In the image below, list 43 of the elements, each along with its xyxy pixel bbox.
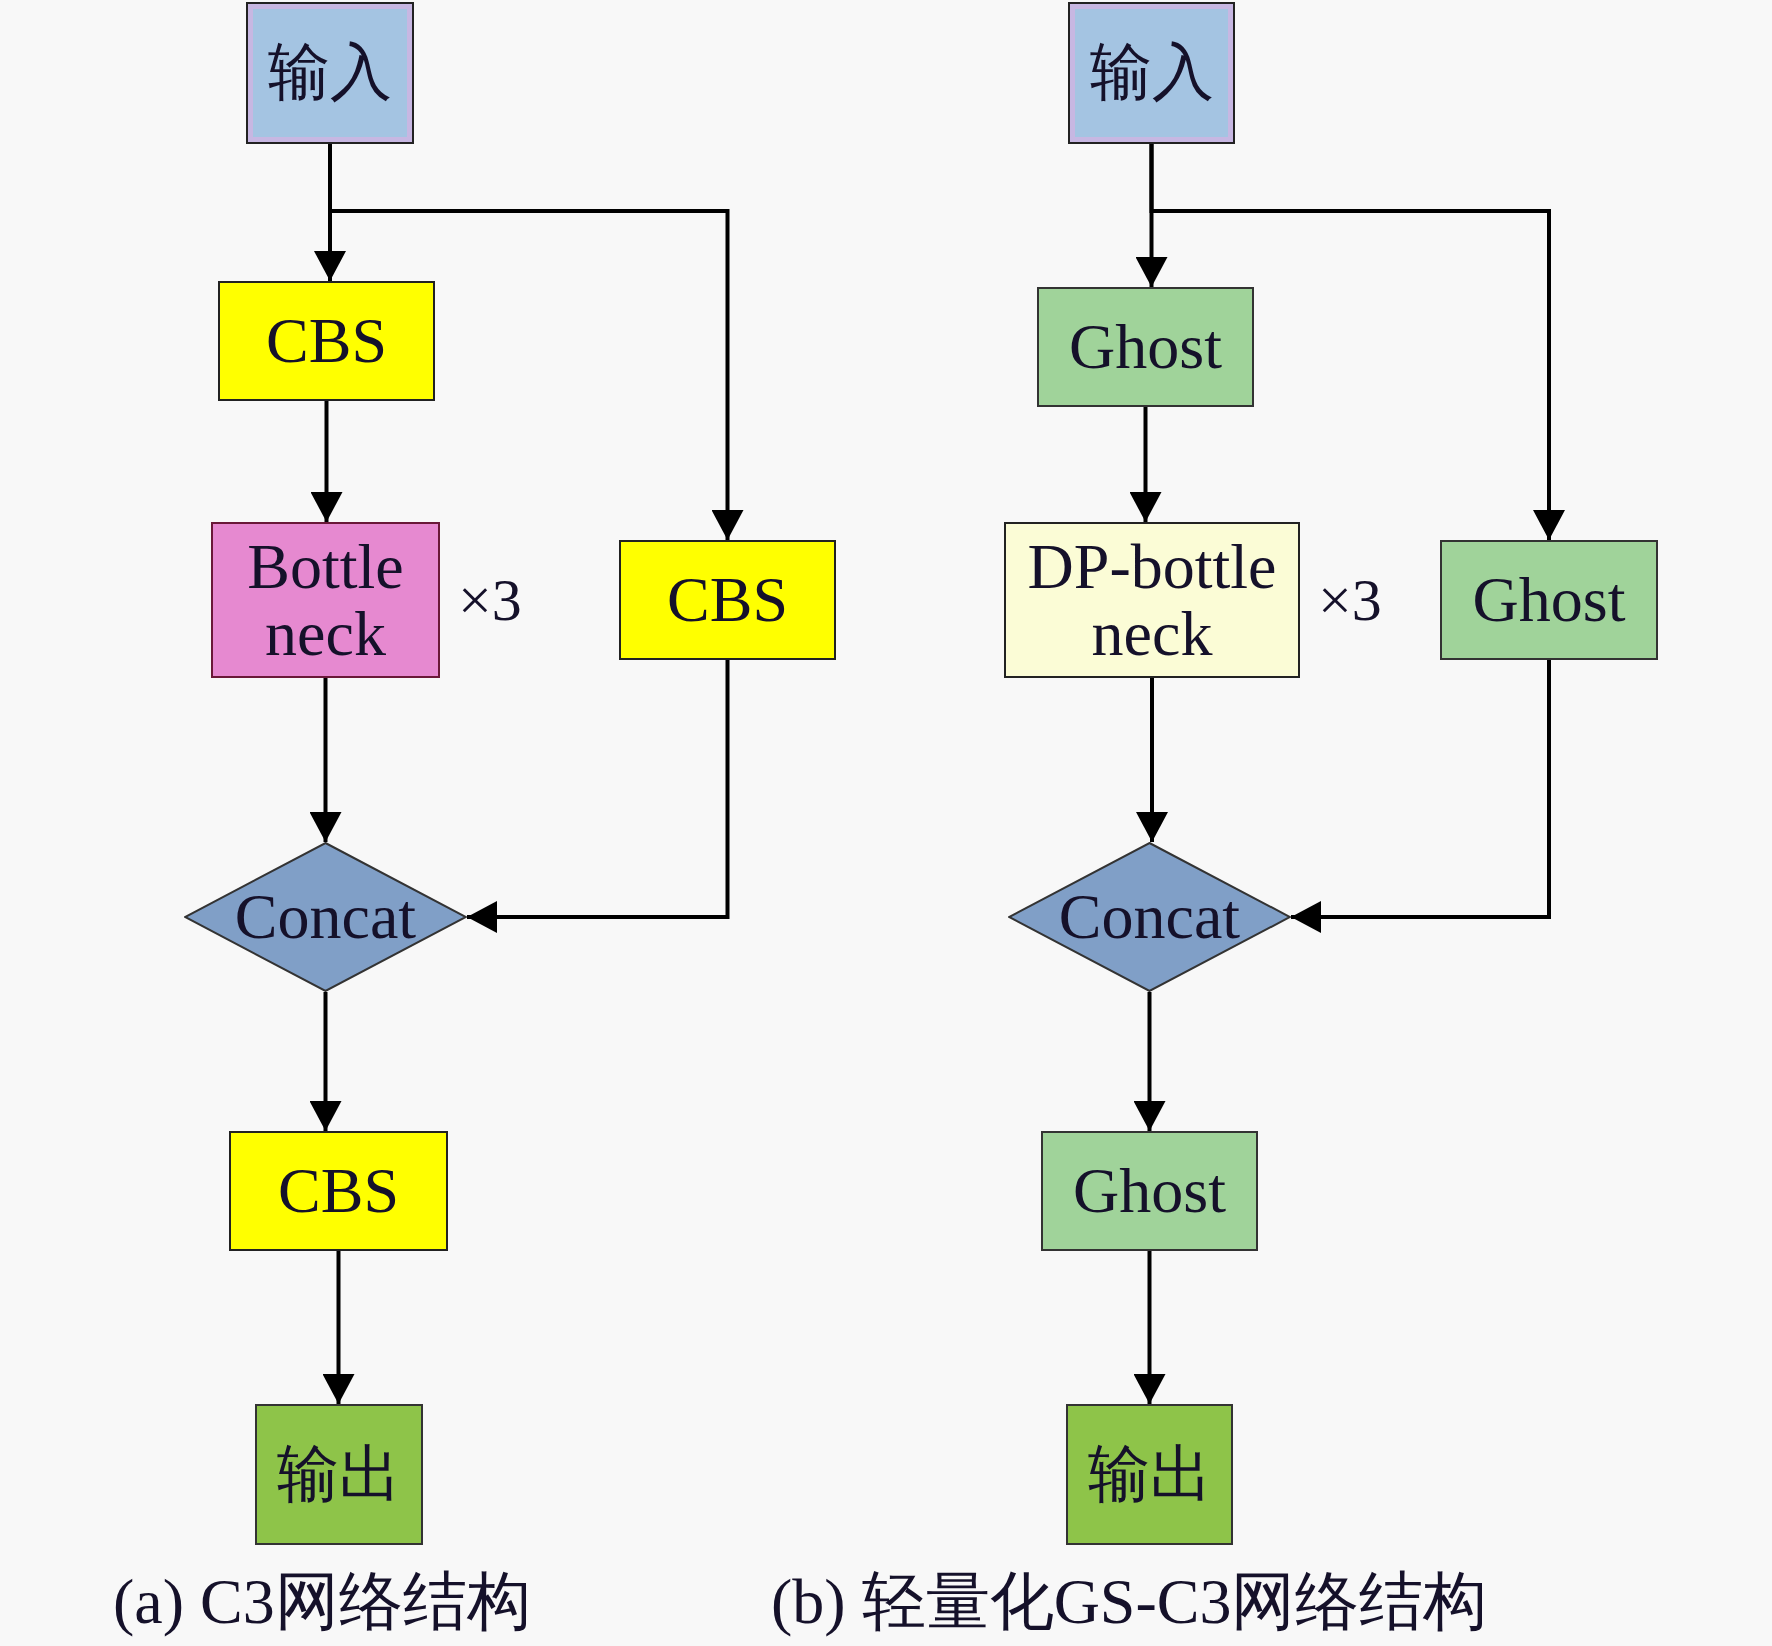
input-box [246,2,414,144]
process-box [1440,540,1658,660]
node-label: Bottle neck [246,532,405,668]
arrow [322,1251,355,1404]
arrow [1133,1251,1166,1404]
arrow [467,660,730,933]
caption-text: (b) 轻量化GS-C3网络结构 [771,1568,1488,1636]
arrow [1129,407,1162,522]
process-box [1004,522,1300,678]
arrow [1291,660,1551,933]
node-label: Ghost [1471,566,1627,634]
process-box [1037,287,1254,407]
node-label: DP-bottle neck [1026,532,1278,668]
node-label: 输入 [267,40,393,106]
arrow [309,992,342,1131]
node-label: CBS [265,307,388,375]
output-box [1066,1404,1233,1545]
node-label: 输入 [1088,40,1215,106]
arrow [309,678,342,842]
repeat-count-label: ×3 [458,568,522,632]
process-box [619,540,836,660]
output-box [255,1404,423,1545]
process-box [229,1131,448,1251]
input-box [1068,2,1235,144]
node-label: Concat [233,883,418,951]
node-label: Concat [1057,883,1242,951]
arrow [1149,144,1565,540]
concat-diamond [184,842,467,992]
node-label: CBS [666,566,789,634]
node-label: CBS [277,1157,400,1225]
process-box [1041,1131,1258,1251]
node-label: Ghost [1068,313,1223,381]
arrow [1133,992,1166,1131]
node-label: Ghost [1072,1157,1227,1225]
process-box [211,522,440,678]
repeat-count-label: ×3 [1318,568,1382,632]
arrow [310,401,343,522]
concat-diamond [1008,842,1291,992]
caption-text: (a) C3网络结构 [113,1568,531,1636]
process-box [218,281,435,401]
arrow [1136,678,1168,842]
node-label: 输出 [276,1441,402,1508]
node-label: 输出 [1086,1441,1213,1508]
